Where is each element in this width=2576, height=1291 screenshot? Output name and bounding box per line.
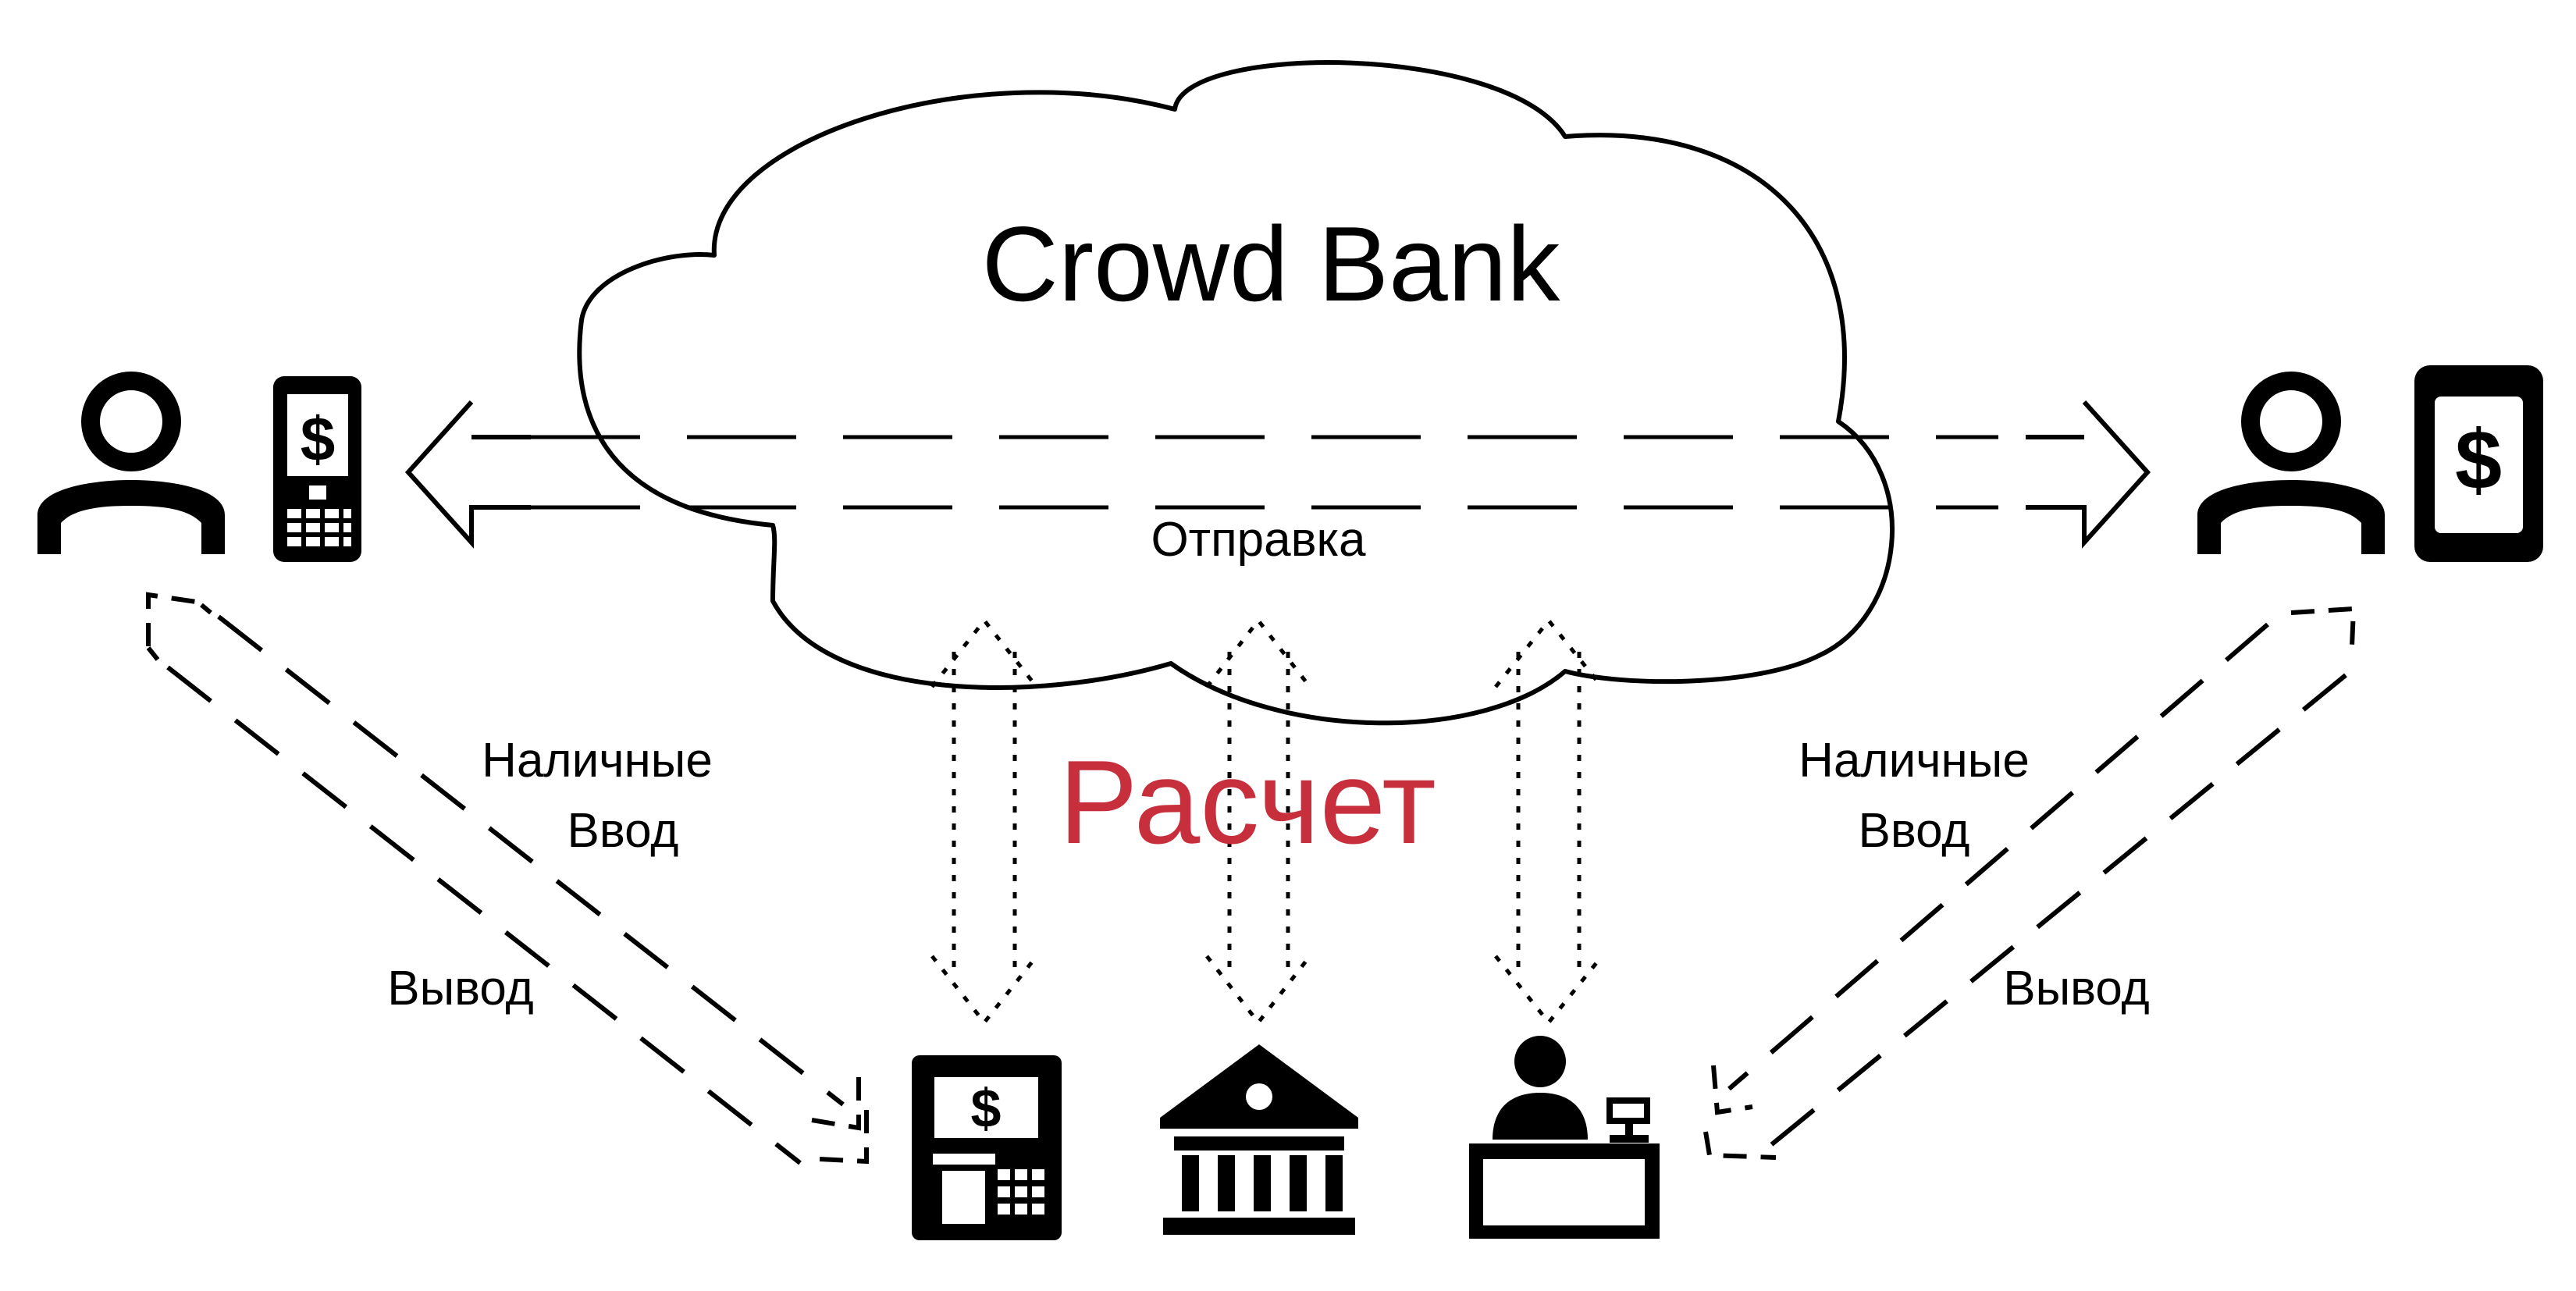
mobile-phone-icon: $ (273, 376, 361, 562)
right-cash-label: Наличные (1799, 734, 2030, 788)
left-cash-label: Наличные (482, 734, 713, 788)
tablet-icon: $ (2414, 365, 2543, 562)
left-withdraw-label: Вывод (387, 962, 533, 1015)
left-cash-arrows (146, 592, 869, 1165)
right-cash-arrows (1703, 606, 2357, 1160)
right-deposit-label: Ввод (1859, 804, 1970, 858)
right-user-icon (2197, 372, 2385, 554)
bank-icon (1160, 1044, 1358, 1235)
right-withdraw-label: Вывод (2003, 962, 2149, 1015)
settlement-arrows (930, 617, 1603, 1026)
phone-dollar-symbol: $ (301, 404, 336, 474)
diagram-title: Crowd Bank (982, 204, 1561, 323)
tablet-dollar-symbol: $ (2455, 412, 2502, 507)
crowd-bank-cloud (577, 60, 1895, 726)
left-user-icon (37, 372, 225, 554)
send-label: Отправка (1151, 513, 1366, 567)
settlement-label: Расчет (1059, 736, 1436, 869)
cashier-icon (1469, 1036, 1660, 1239)
left-deposit-label: Ввод (568, 804, 679, 858)
send-arrow (404, 400, 2151, 549)
atm-dollar-symbol: $ (971, 1078, 1002, 1139)
atm-icon: $ (912, 1055, 1062, 1240)
